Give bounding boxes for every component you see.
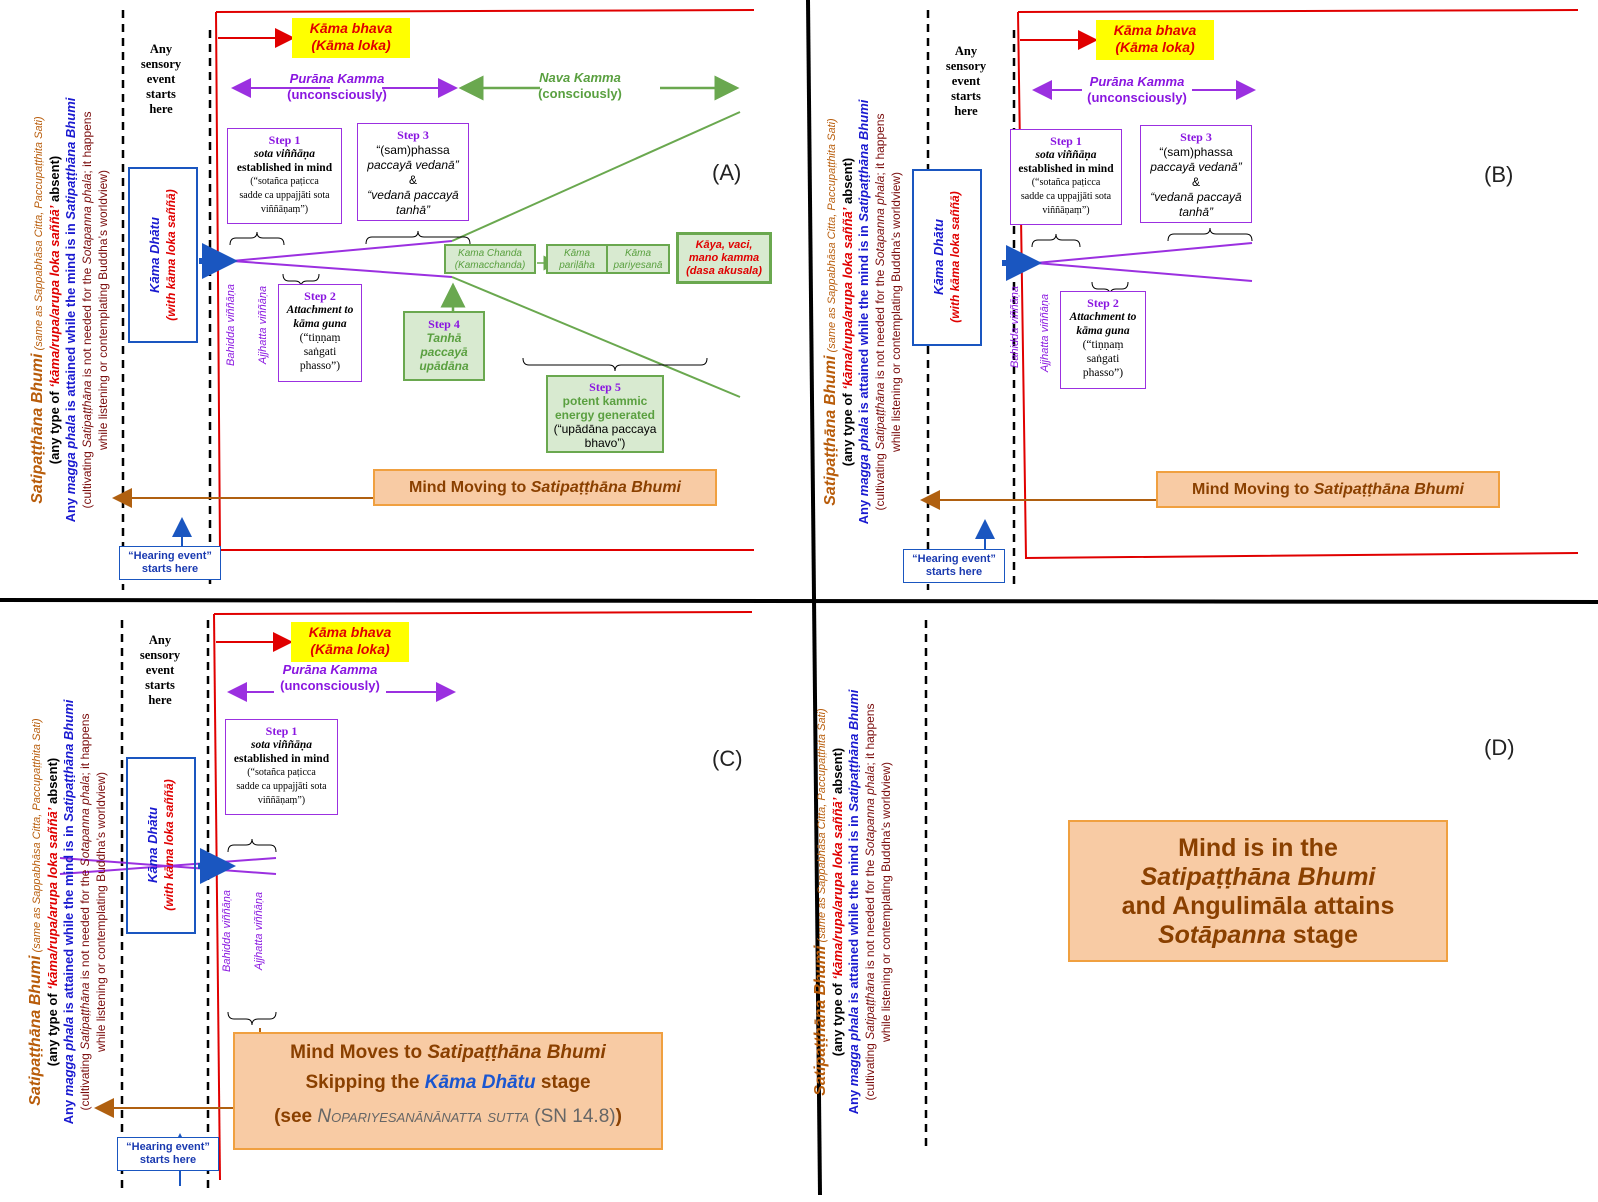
purana-kamma-label: Purāna Kamma(unconsciously) bbox=[280, 662, 380, 693]
bahidda-label: Bahidda viññāṇa bbox=[225, 284, 237, 366]
hearing-event-box: “Hearing event”starts here bbox=[903, 549, 1005, 583]
panel-label-c: (C) bbox=[712, 746, 743, 771]
chain-akusala-kamma: Kāya, vaci,mano kamma(dasa akusala) bbox=[676, 232, 772, 284]
purana-kamma-label: Purāna Kamma(unconsciously) bbox=[287, 71, 387, 102]
bahidda-label: Bahidda viññāṇa bbox=[221, 890, 233, 972]
kama-dhatu-box: Kāma Dhātu (with kāma loka saññā) bbox=[128, 167, 198, 343]
hearing-event-box: “Hearing event”starts here bbox=[119, 546, 221, 580]
step5-box: Step 5 potent kammic energy generated (“… bbox=[546, 375, 664, 453]
left-vertical-text: Satipaṭṭhāna Bhumi (same as Sappabhāsa C… bbox=[812, 689, 893, 1115]
nava-kamma-label: Nava Kamma(consciously) bbox=[538, 70, 622, 101]
kama-dhatu-box: Kāma Dhātu (with kāma loka saññā) bbox=[126, 757, 196, 934]
bahidda-label: Bahidda viññāṇa bbox=[1009, 286, 1021, 368]
mind-moving-box: Mind Moving to Satipaṭṭhāna Bhumi bbox=[373, 469, 717, 506]
kama-bhava-box: Kāma bhava(Kāma loka) bbox=[291, 622, 409, 662]
ajjhatta-label: Ajjhatta viññāṇa bbox=[253, 891, 265, 971]
step1-box: Step 1 sota viññāṇa established in mind … bbox=[1010, 129, 1122, 225]
divider-horizontal bbox=[0, 598, 1598, 604]
left-vertical-text: Satipaṭṭhāna Bhumi (same as Sappabhāsa C… bbox=[822, 99, 903, 525]
ajjhatta-label: Ajjhatta viññāṇa bbox=[1039, 293, 1051, 373]
hearing-event-box: “Hearing event”starts here bbox=[117, 1137, 219, 1171]
kama-bhava-box: Kāma bhava(Kāma loka) bbox=[1096, 20, 1214, 60]
ajjhatta-label: Ajjhatta viññāṇa bbox=[257, 285, 269, 365]
mind-moves-box: Mind Moves to Satipaṭṭhāna Bhumi Skippin… bbox=[233, 1032, 663, 1150]
kama-bhava-box: Kāma bhava(Kāma loka) bbox=[292, 18, 410, 58]
step4-box: Step 4 Tanhā paccayā upādāna bbox=[403, 311, 485, 381]
step1-box: Step 1 sota viññāṇa established in mind … bbox=[225, 719, 338, 815]
kama-dhatu-box: Kāma Dhātu (with kāma loka saññā) bbox=[912, 169, 982, 346]
left-vertical-text: Satipaṭṭhāna Bhumi (same as Sappabhāsa C… bbox=[27, 699, 108, 1125]
step1-box: Step 1 sota viññāṇa established in mind … bbox=[227, 128, 342, 224]
panel-label-a: (A) bbox=[712, 160, 742, 185]
panel-label-b: (B) bbox=[1484, 162, 1514, 187]
left-vertical-text: Satipaṭṭhāna Bhumi (same as Sappabhāsa C… bbox=[29, 97, 110, 523]
purana-kamma-label: Purāna Kamma(unconsciously) bbox=[1087, 74, 1187, 105]
panel-label-d: (D) bbox=[1484, 735, 1515, 760]
chain-kama-chanda: Kama Chanda(Kamacchanda) bbox=[444, 244, 536, 274]
divider-vertical bbox=[806, 0, 822, 1196]
sotapanna-box: Mind is in the Satipaṭṭhāna Bhumi and An… bbox=[1068, 820, 1448, 962]
mind-moving-box: Mind Moving to Satipaṭṭhāna Bhumi bbox=[1156, 471, 1500, 508]
